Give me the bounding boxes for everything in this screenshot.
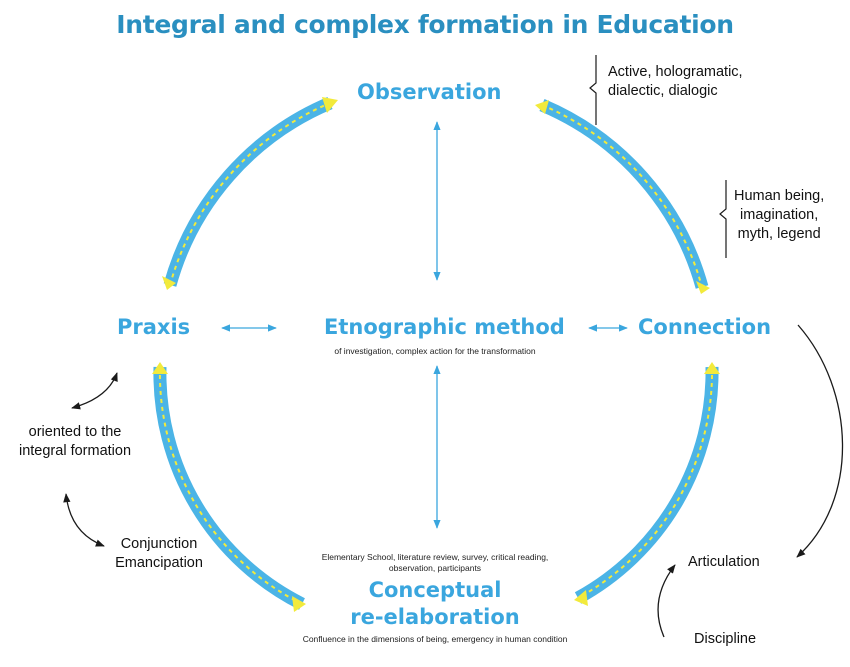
arc-conceptual-to-connection xyxy=(574,362,720,606)
node-connection: Connection xyxy=(638,315,772,339)
arc-observation-to-connection xyxy=(535,99,710,294)
note-human: Human being, imagination, myth, legend xyxy=(734,187,824,244)
brace-human xyxy=(719,180,727,258)
arrow-oriented-conjunction xyxy=(63,493,105,547)
method-subtitle: of investigation, complex action for the… xyxy=(334,346,536,356)
conceptual-below: Confluence in the dimensions of being, e… xyxy=(302,634,568,644)
note-active: Active, hologramatic, dialectic, dialogi… xyxy=(608,63,743,101)
diagram-title: Integral and complex formation in Educat… xyxy=(116,10,734,39)
note-conjunction-line1: Conjunction xyxy=(120,536,198,552)
note-active-line2: dialectic, dialogic xyxy=(608,83,718,99)
note-oriented-line1: oriented to the xyxy=(28,424,122,440)
note-active-line1: Active, hologramatic, xyxy=(608,64,743,80)
node-praxis: Praxis xyxy=(117,315,191,339)
note-oriented: oriented to the integral formation xyxy=(10,423,140,461)
brace-active xyxy=(589,55,597,125)
node-conceptual-line1: Conceptual xyxy=(368,578,502,602)
conceptual-above-line1: Elementary School, literature review, su… xyxy=(321,552,549,562)
node-observation: Observation xyxy=(357,80,502,104)
note-articulation: Articulation xyxy=(688,554,760,570)
node-conceptual-line2: re-elaboration xyxy=(350,605,520,629)
arrow-praxis-oriented xyxy=(71,372,118,410)
note-conjunction-line2: Emancipation xyxy=(115,555,203,571)
conceptual-above-line2: observation, participants xyxy=(388,563,482,573)
note-human-line1: Human being, xyxy=(734,188,825,204)
arrow-connection-articulation xyxy=(796,324,844,558)
note-oriented-line2: integral formation xyxy=(18,443,132,459)
note-human-line2: imagination, xyxy=(740,207,819,223)
note-human-line3: myth, legend xyxy=(737,226,821,242)
arc-conceptual-to-praxis xyxy=(152,362,306,612)
arc-praxis-to-observation xyxy=(162,97,338,290)
arrow-discipline-articulation xyxy=(657,564,676,638)
note-conjunction: Conjunction Emancipation xyxy=(109,535,209,573)
node-etnographic-method: Etnographic method xyxy=(324,315,565,339)
note-discipline: Discipline xyxy=(694,631,757,647)
